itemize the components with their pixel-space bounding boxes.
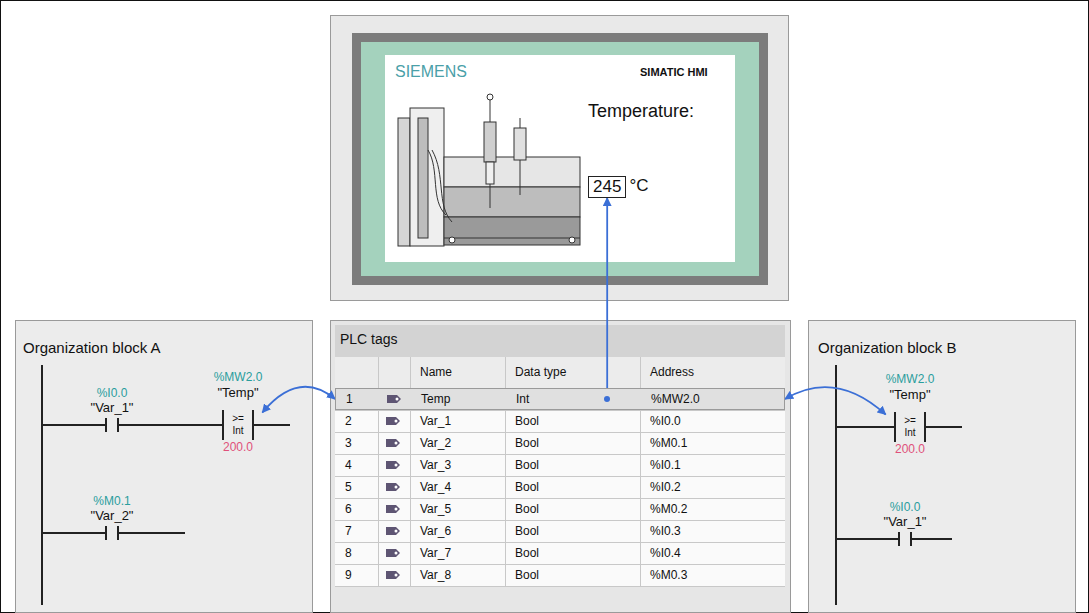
table-cell: Var_2 (420, 432, 451, 454)
type-text: Int (904, 427, 915, 439)
operator-text: >= (904, 415, 916, 427)
tag-icon (385, 481, 401, 493)
table-cell: %I0.2 (650, 476, 681, 498)
operator-text: >= (232, 413, 244, 425)
table-row: 3 Var_2 Bool %M0.1 (335, 432, 785, 454)
table-cell: Bool (515, 476, 539, 498)
table-cell: Var_3 (420, 454, 451, 476)
value-field: 245 (588, 176, 626, 198)
column-heading: Data type (515, 357, 566, 387)
tag-icon (385, 437, 401, 449)
table-cell: 9 (345, 564, 352, 586)
tag-icon (385, 459, 401, 471)
table-cell: %I0.4 (650, 542, 681, 564)
compare-instruction: %MW2.0"Temp">=Int200.0 (886, 372, 935, 457)
operand-name: "Var_1" (91, 400, 134, 415)
compare-symbol: >=Int (222, 410, 254, 440)
table-cell: %I0.3 (650, 520, 681, 542)
tag-address: %MW2.0 (214, 370, 263, 385)
table-cell: Bool (515, 542, 539, 564)
table-cell: 7 (345, 520, 352, 542)
table-cell: 1 (346, 388, 353, 410)
organization-block: Organization block B%MW2.0"Temp">=Int200… (808, 320, 1075, 612)
value-caption: Temperature: (588, 100, 694, 123)
tag-table: PLC tagsName Data type Address 1 Temp Int %MW2… (330, 320, 790, 612)
table-cell: Var_5 (420, 498, 451, 520)
table-row: 7 Var_6 Bool %I0.3 (335, 520, 785, 542)
table-header-row: Name Data type Address (335, 357, 785, 387)
table-cell: Bool (515, 432, 539, 454)
table-cell: Bool (515, 520, 539, 542)
table-cell: 6 (345, 498, 352, 520)
tag-icon (386, 393, 402, 405)
operand-address: %I0.0 (97, 386, 128, 401)
table-row: 8 Var_7 Bool %I0.4 (335, 542, 785, 564)
model-text: SIMATIC HMI (640, 65, 708, 79)
tag-reference-arrow (262, 387, 335, 413)
table-cell: Var_8 (420, 564, 451, 586)
table-cell: Temp (421, 388, 450, 410)
table-cell: Bool (515, 410, 539, 432)
table-cell: 3 (345, 432, 352, 454)
block-title: Organization block B (818, 338, 956, 357)
table-row: 9 Var_8 Bool %M0.3 (335, 564, 785, 586)
table-cell: %I0.1 (650, 454, 681, 476)
table-row: 4 Var_3 Bool %I0.1 (335, 454, 785, 476)
operand-address: %M0.1 (93, 494, 130, 509)
table-cell: Var_6 (420, 520, 451, 542)
tag-name: "Temp" (217, 385, 258, 400)
organization-block: Organization block A%MW2.0"Temp">=Int200… (15, 320, 312, 612)
compare-symbol: >=Int (894, 412, 926, 442)
table-cell: Int (516, 388, 529, 410)
link-dot (604, 396, 610, 402)
table-cell: %M0.2 (650, 498, 687, 520)
tag-icon (385, 503, 401, 515)
operand-address: %I0.0 (890, 500, 921, 515)
table-cell: %M0.1 (650, 432, 687, 454)
value-text: 245 (593, 177, 621, 196)
table-cell: Bool (515, 454, 539, 476)
table-cell: 2 (345, 410, 352, 432)
tag-address: %MW2.0 (886, 372, 935, 387)
table-cell: %I0.0 (650, 410, 681, 432)
operand-name: "Var_1" (884, 514, 927, 529)
table-cell: %M0.3 (650, 564, 687, 586)
column-heading: Address (650, 357, 694, 387)
table-cell: Bool (515, 498, 539, 520)
column-heading: Name (420, 357, 452, 387)
compare-instruction: %MW2.0"Temp">=Int200.0 (214, 370, 263, 455)
tag-icon (385, 569, 401, 581)
table-cell: 5 (345, 476, 352, 498)
compare-value: 200.0 (895, 442, 925, 457)
operand-name: "Var_2" (91, 508, 134, 523)
tag-icon (385, 525, 401, 537)
table-row: 5 Var_4 Bool %I0.2 (335, 476, 785, 498)
table-cell: Bool (515, 564, 539, 586)
table-cell: Var_7 (420, 542, 451, 564)
table-cell: 4 (345, 454, 352, 476)
compare-value: 200.0 (223, 440, 253, 455)
tag-name: "Temp" (889, 387, 930, 402)
table-cell: %MW2.0 (651, 388, 700, 410)
tag-reference-arrow (606, 198, 608, 388)
table-row: 2 Var_1 Bool %I0.0 (335, 410, 785, 432)
hmi-screen: SIEMENS SIMATIC HMI Temperature: °C 245 (385, 55, 735, 262)
table-row: 6 Var_5 Bool %M0.2 (335, 498, 785, 520)
table-cell: Var_4 (420, 476, 451, 498)
block-title: Organization block A (23, 338, 161, 357)
table-cell: Var_1 (420, 410, 451, 432)
table-row: 1 Temp Int %MW2.0 (335, 388, 785, 410)
table-cell: 8 (345, 542, 352, 564)
type-text: Int (232, 425, 243, 437)
tag-reference-arrow (785, 387, 886, 414)
table-title: PLC tags (340, 330, 398, 348)
tag-icon (385, 547, 401, 559)
tag-icon (385, 415, 401, 427)
unit-text: °C (629, 175, 648, 196)
brand-text: SIEMENS (395, 62, 467, 82)
